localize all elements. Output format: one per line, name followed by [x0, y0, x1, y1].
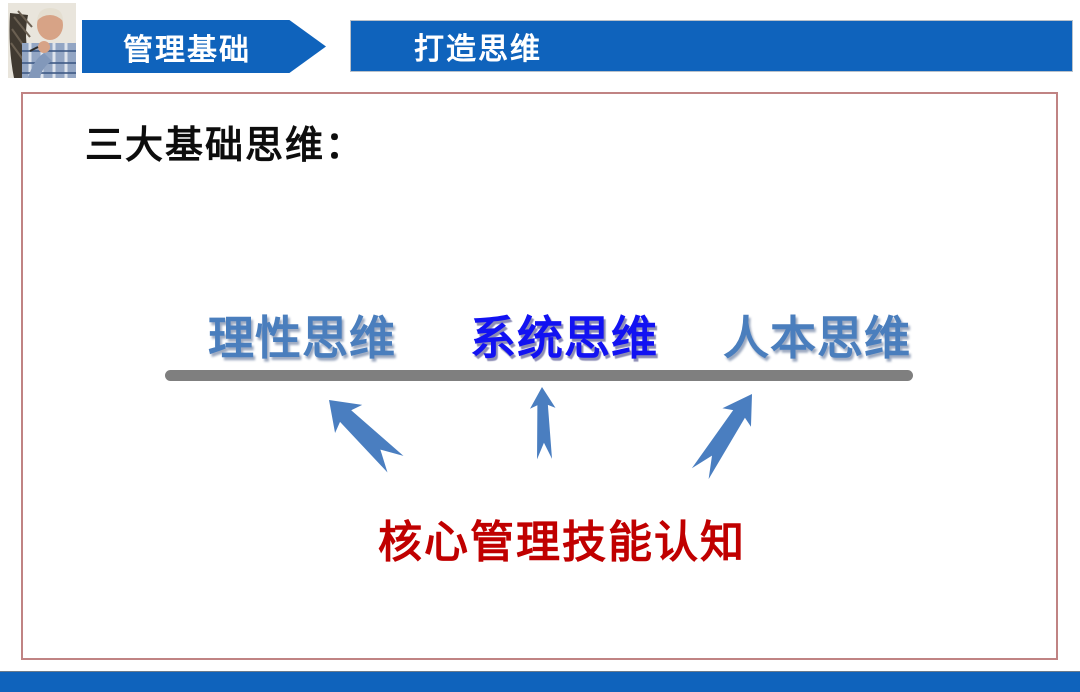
term-systems-thinking: 系统思维	[470, 302, 658, 375]
term-humanistic-thinking: 人本思维	[723, 312, 911, 364]
arrow-up-left-icon	[329, 400, 404, 473]
portrait-photo	[8, 3, 76, 78]
breadcrumb-tab-secondary[interactable]: 打造思维	[350, 20, 1073, 72]
arrow-up-right-icon	[691, 394, 752, 480]
breadcrumb-tab-primary[interactable]: 管理基础	[82, 20, 326, 73]
breadcrumb-tab-secondary-label: 打造思维	[414, 33, 542, 66]
footer-bar	[0, 671, 1080, 692]
breadcrumb-tab-primary-label: 管理基础	[123, 33, 251, 67]
arrow-up-icon	[530, 387, 556, 460]
arrows-group	[329, 387, 752, 480]
slide-title: 三大基础思维：	[85, 125, 366, 167]
divider-bar	[165, 370, 913, 381]
term-rational-thinking: 理性思维	[208, 312, 396, 364]
slide-content-box: 三大基础思维： 理性思维 系统思维 人本思维 核心管理技能认知	[21, 92, 1058, 660]
portrait-photo-illustration	[8, 3, 76, 78]
caption-core-management-skills: 核心管理技能认知	[378, 518, 746, 567]
